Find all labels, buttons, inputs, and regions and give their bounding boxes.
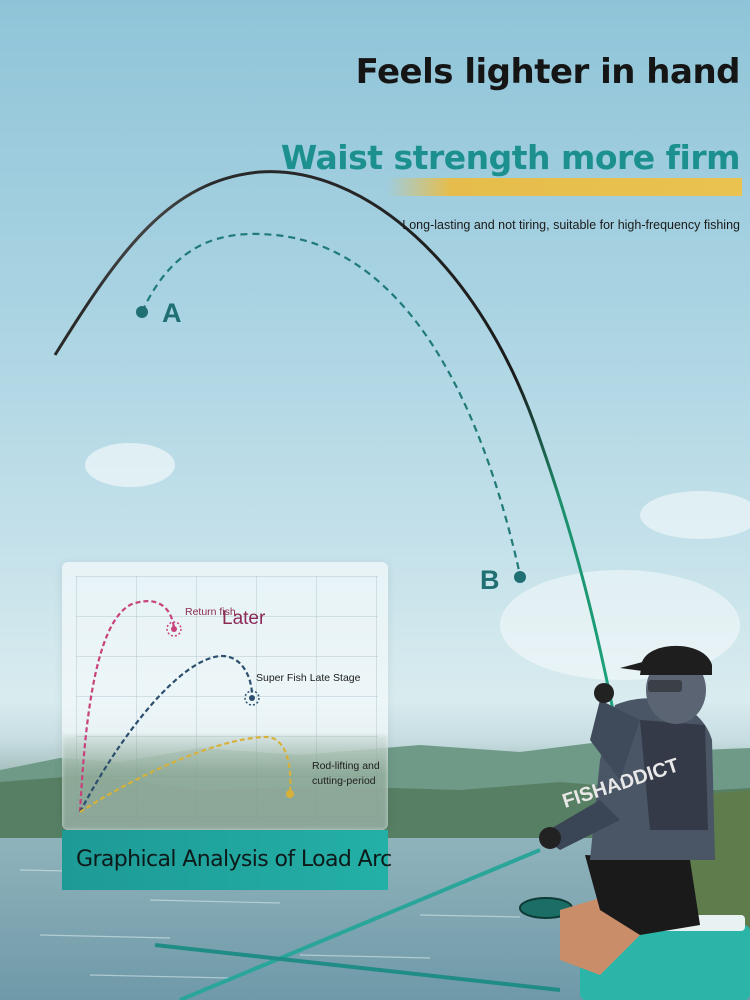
point-b-marker [514, 571, 526, 583]
return-fish-curve [78, 600, 176, 813]
return-fish-marker [166, 621, 182, 637]
gold-highlight-bar [387, 178, 742, 196]
angler: FISHADDICT [539, 645, 715, 975]
subheadline-block: Waist strength more firm [281, 138, 742, 196]
rod-lifting-curve [79, 735, 292, 813]
cloud [640, 491, 750, 539]
rod-lifting-label-line1: Rod-lifting and [312, 760, 380, 772]
panel-title: Graphical Analysis of Load Arc [76, 847, 392, 872]
cloud [85, 443, 175, 487]
point-a-marker [136, 306, 148, 318]
later-label: Later [222, 608, 266, 629]
super-fish-marker [244, 690, 260, 706]
load-arc-panel: Return fish Later Super Fish Late Stage … [62, 562, 388, 830]
super-fish-dot [249, 695, 255, 701]
rod-rest [154, 943, 561, 992]
point-b-label: B [480, 565, 500, 595]
return-fish-label: Return fish [185, 606, 236, 618]
bent-rod [53, 170, 617, 721]
panel-title-banner: Graphical Analysis of Load Arc [62, 830, 392, 890]
water-ripples [19, 869, 521, 979]
tagline: Long-lasting and not tiring, suitable fo… [402, 218, 740, 232]
headline: Feels lighter in hand [355, 52, 741, 92]
super-fish-curve [79, 654, 254, 813]
point-a-label: A [162, 298, 182, 328]
second-rod [179, 848, 541, 1000]
load-arc-diagram [78, 600, 294, 813]
panel-landscape [62, 735, 388, 830]
super-fish-label: Super Fish Late Stage [256, 672, 361, 684]
rod-load-arc [141, 232, 522, 576]
return-fish-dot [171, 626, 177, 632]
subheadline: Waist strength more firm [280, 138, 741, 177]
rod-lifting-dot [286, 790, 294, 798]
rod-lifting-label-line2: cutting-period [312, 775, 376, 787]
